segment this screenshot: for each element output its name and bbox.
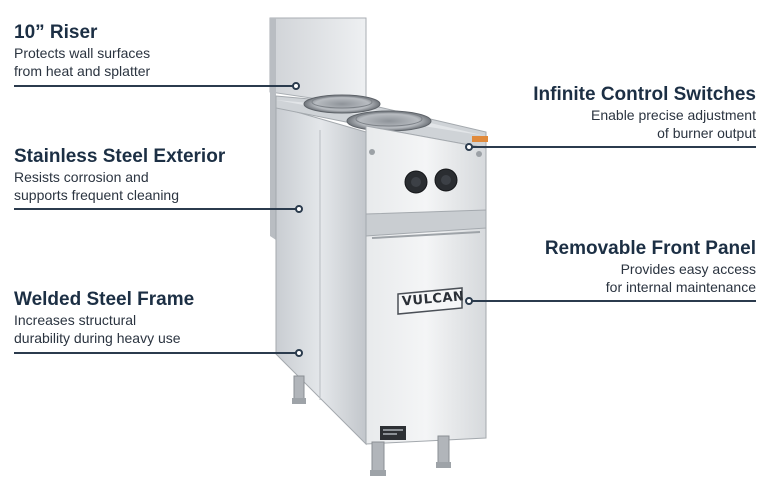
warning-label — [472, 136, 488, 142]
marker-dot — [295, 349, 303, 357]
leader-line — [14, 208, 296, 210]
callout-desc-line: Enable precise adjustment — [591, 107, 756, 123]
legs — [292, 375, 451, 476]
callout-title: Infinite Control Switches — [533, 84, 756, 105]
callout-title: Removable Front Panel — [544, 238, 756, 259]
control-panel — [365, 125, 487, 215]
control-knob-left[interactable] — [404, 170, 428, 194]
callout-frame: Welded Steel Frame Increases structural … — [14, 289, 194, 347]
marker-dot — [292, 82, 300, 90]
callout-panel: Removable Front Panel Provides easy acce… — [545, 238, 756, 296]
front-panel[interactable] — [365, 209, 487, 445]
callout-controls: Infinite Control Switches Enable precise… — [533, 84, 756, 142]
callout-riser: 10” Riser Protects wall surfaces from he… — [14, 22, 150, 80]
callout-title: Welded Steel Frame — [14, 289, 195, 310]
control-knob-right[interactable] — [434, 168, 458, 192]
marker-dot — [295, 205, 303, 213]
callout-title: Stainless Steel Exterior — [14, 146, 226, 167]
callout-desc-line: durability during heavy use — [14, 330, 181, 346]
leader-line — [14, 85, 294, 87]
callout-desc-line: for internal maintenance — [605, 279, 756, 295]
callout-title: 10” Riser — [14, 22, 98, 43]
brand-logo — [397, 287, 463, 315]
callout-desc-line: Resists corrosion and — [14, 169, 149, 185]
leader-line — [14, 352, 296, 354]
burner-back — [303, 94, 381, 114]
callout-desc-line: Provides easy access — [620, 261, 756, 277]
callout-exterior: Stainless Steel Exterior Resists corrosi… — [14, 146, 225, 204]
leader-line — [472, 146, 756, 148]
leader-line — [472, 300, 756, 302]
side-panel — [275, 105, 367, 446]
marker-dot — [465, 143, 473, 151]
callout-desc-line: Increases structural — [14, 312, 137, 328]
callout-desc-line: supports frequent cleaning — [14, 187, 179, 203]
callout-desc-line: of burner output — [657, 125, 756, 141]
callout-desc-line: Protects wall surfaces — [14, 45, 151, 61]
callout-desc-line: from heat and splatter — [14, 63, 151, 79]
marker-dot — [465, 297, 473, 305]
burner-front — [346, 110, 432, 132]
